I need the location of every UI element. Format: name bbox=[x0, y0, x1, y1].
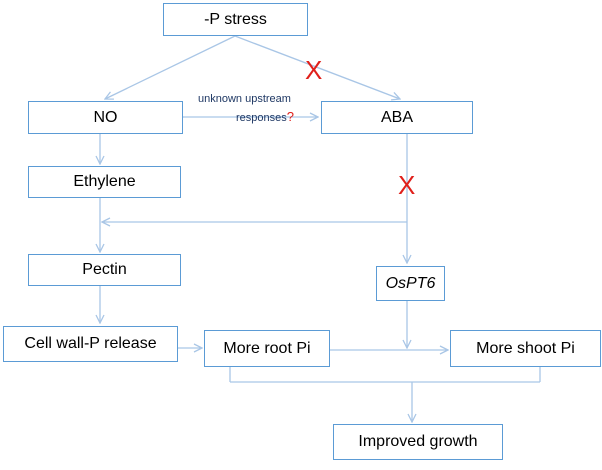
node-more-root-pi: More root Pi bbox=[204, 330, 330, 367]
edge-pstress-to-aba bbox=[234, 35, 400, 99]
node-pectin: Pectin bbox=[28, 254, 181, 286]
node-ethylene: Ethylene bbox=[28, 166, 181, 198]
node-ospt6: OsPT6 bbox=[376, 266, 445, 301]
node-p-stress: -P stress bbox=[163, 3, 308, 36]
responses-label: responses? bbox=[236, 109, 294, 124]
edge-pstress-to-no bbox=[105, 35, 236, 99]
unknown-upstream-label: unknown upstream bbox=[198, 93, 291, 105]
node-cell-wall-p-release: Cell wall-P release bbox=[3, 326, 178, 362]
blocked-mark-pstress-aba: X bbox=[305, 55, 323, 85]
node-improved-growth: Improved growth bbox=[333, 424, 503, 460]
node-no: NO bbox=[28, 101, 183, 134]
blocked-mark-aba-ospt6: X bbox=[398, 170, 416, 200]
responses-text: responses bbox=[236, 112, 287, 124]
node-aba: ABA bbox=[321, 101, 473, 134]
node-more-shoot-pi: More shoot Pi bbox=[450, 330, 601, 367]
question-mark: ? bbox=[286, 109, 294, 124]
